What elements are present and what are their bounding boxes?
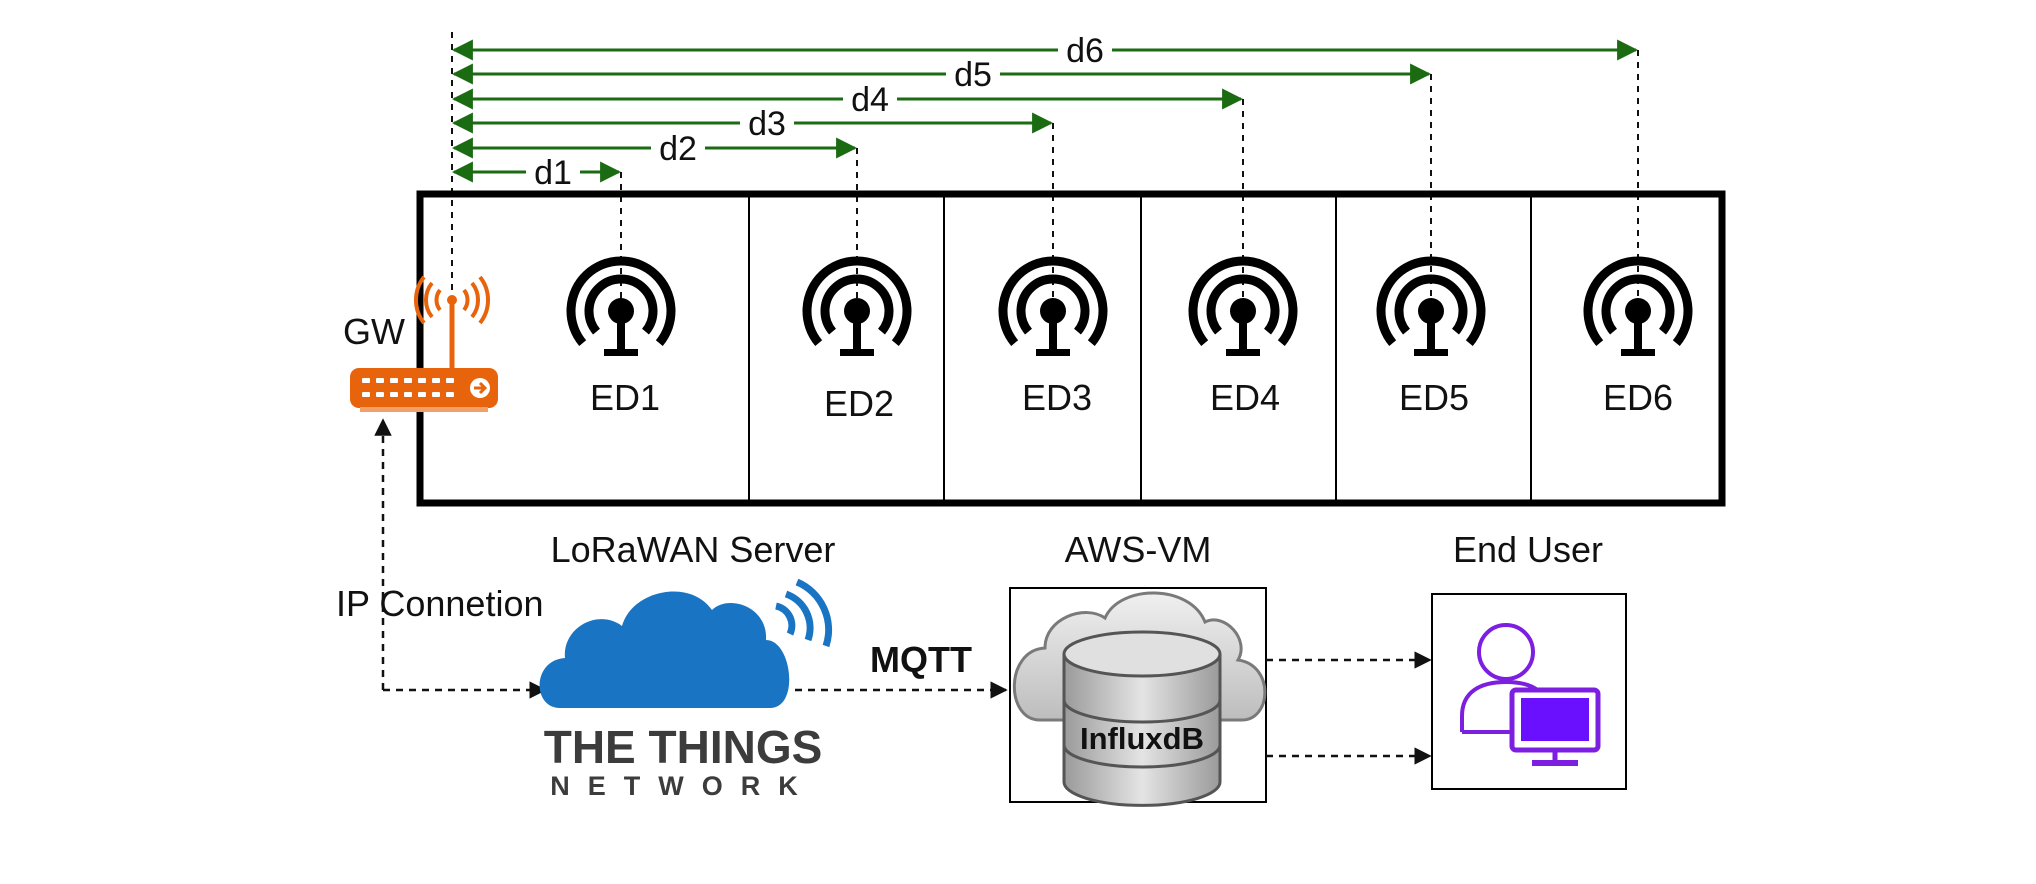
distance-label-bg	[843, 79, 897, 113]
radio-antenna-icon	[998, 256, 1108, 356]
radio-antenna-icon	[1376, 256, 1486, 356]
distance-label-d2: d2	[659, 130, 697, 168]
distance-label-d6: d6	[1066, 32, 1104, 70]
aws-vm-label: AWS-VM	[1065, 529, 1212, 570]
user-computer-icon	[1460, 623, 1601, 766]
distance-label-d3: d3	[748, 105, 786, 143]
ttn-logo-line1: THE THINGS	[544, 721, 823, 773]
ip-connection-label: IP Connetion	[336, 583, 544, 624]
distance-arrows: d1 d2 d3 d4 d5 d6	[451, 30, 1639, 300]
distance-label-bg	[1058, 30, 1112, 64]
end-device-label-ed1: ED1	[590, 377, 660, 418]
end-device-label-ed4: ED4	[1210, 377, 1280, 418]
end-user-label: End User	[1453, 529, 1603, 570]
end-devices: ED1 ED2 ED3 ED4 ED5 ED6	[566, 256, 1693, 424]
wifi-router-icon	[350, 275, 498, 412]
database-icon	[1012, 591, 1267, 807]
distance-label-d1: d1	[534, 154, 572, 192]
end-device-label-ed6: ED6	[1603, 377, 1673, 418]
ttn-logo-line2: NETWORK	[550, 771, 815, 801]
radio-antenna-icon	[1188, 256, 1298, 356]
end-device-label-ed5: ED5	[1399, 377, 1469, 418]
lorawan-server-label: LoRaWAN Server	[551, 529, 836, 570]
distance-label-bg	[651, 128, 705, 162]
deployment-area-box	[416, 190, 1726, 507]
distance-label-d4: d4	[851, 81, 889, 119]
cloud-icon	[539, 578, 833, 708]
end-device-label-ed2: ED2	[824, 383, 894, 424]
end-device-label-ed3: ED3	[1022, 377, 1092, 418]
radio-antenna-icon	[566, 256, 676, 356]
distance-label-d5: d5	[954, 56, 992, 94]
gateway-label: GW	[343, 311, 405, 352]
box-dividers	[748, 197, 1532, 500]
radio-antenna-icon	[802, 256, 912, 356]
radio-antenna-icon	[1583, 256, 1693, 356]
mqtt-label: MQTT	[870, 639, 972, 680]
influxdb-label: InfluxdB	[1080, 721, 1204, 756]
